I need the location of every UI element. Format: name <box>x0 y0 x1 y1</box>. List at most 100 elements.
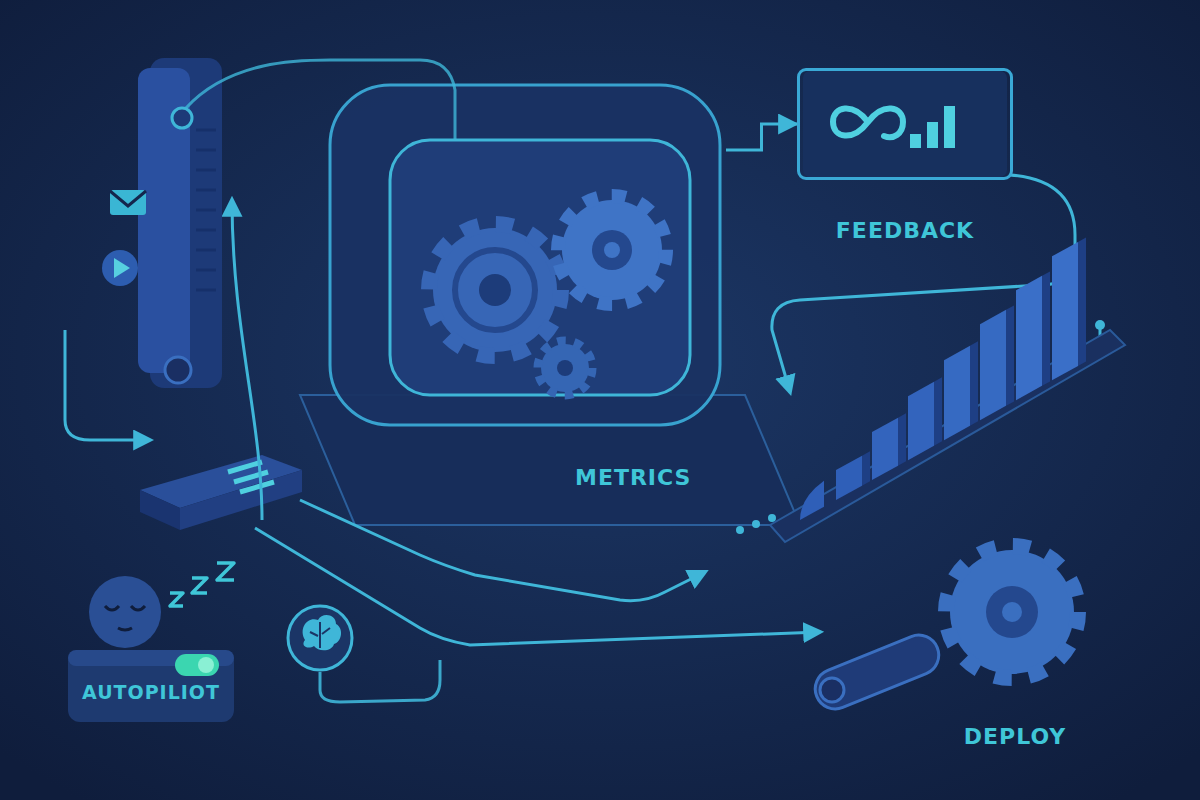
panel-frame <box>797 68 1013 180</box>
sleep-symbol <box>170 593 183 606</box>
server-tower <box>196 249 216 252</box>
server-tower <box>196 289 216 292</box>
bar-chart <box>800 237 1086 520</box>
slab-device <box>234 472 268 482</box>
slab-device <box>140 455 302 530</box>
feedback-icon <box>910 134 921 148</box>
wires <box>65 60 1100 702</box>
bar-chart <box>1016 276 1042 400</box>
feedback-icon <box>927 122 938 148</box>
wires <box>186 60 455 140</box>
wires <box>65 330 150 440</box>
server-tower <box>196 169 216 172</box>
bar-chart <box>1078 237 1086 365</box>
ellipsis-dots <box>768 514 776 522</box>
central-platform <box>390 140 690 395</box>
bar-chart <box>1006 305 1014 405</box>
bar-chart <box>1052 242 1078 380</box>
wires <box>232 200 262 520</box>
bar-chart <box>934 377 942 445</box>
deploy-gear <box>946 546 1078 678</box>
feedback-icon <box>803 71 1007 177</box>
gear-cluster <box>592 230 632 270</box>
sleeping-face <box>89 576 161 648</box>
mail-icon <box>110 191 146 206</box>
mail-icon <box>110 190 146 215</box>
central-platform <box>300 85 800 525</box>
server-tower <box>196 149 216 152</box>
sleep-symbol <box>170 563 234 606</box>
autopilot-pedestal <box>175 654 219 676</box>
wires <box>320 660 440 702</box>
bar-chart <box>872 418 898 480</box>
feedback-icon <box>803 71 1007 177</box>
central-platform <box>330 85 720 425</box>
flow-connector <box>726 124 797 150</box>
play-icon <box>114 258 130 278</box>
slab-device <box>228 462 262 472</box>
feedback-icon <box>944 106 955 148</box>
server-tower <box>196 229 216 232</box>
sleeping-face <box>118 628 132 630</box>
gear-cluster <box>429 224 561 356</box>
node-label: FEEDBACK <box>797 218 1013 244</box>
gear-cluster <box>557 360 573 376</box>
node-label: DEPLOY <box>927 724 1103 750</box>
server-tower <box>196 129 216 132</box>
conveyor <box>820 678 844 702</box>
ellipsis-dots <box>752 520 760 528</box>
bar-chart <box>908 382 934 460</box>
sleep-symbol <box>217 563 234 580</box>
brain-bulb <box>310 622 330 648</box>
slab-device <box>180 470 302 530</box>
gear-cluster <box>538 341 592 395</box>
mail-icon <box>110 190 146 215</box>
autopilot-pedestal <box>198 657 214 673</box>
feedback-icon <box>833 108 903 137</box>
conveyor <box>809 629 945 715</box>
sleeping-face <box>89 576 161 648</box>
bar-chart <box>862 451 870 485</box>
gear-cluster <box>604 242 620 258</box>
server-tower <box>172 108 192 128</box>
gear-cluster <box>429 196 666 395</box>
deploy-gear <box>1002 602 1022 622</box>
brain-bulb <box>288 606 352 670</box>
ellipsis-dots <box>736 526 744 534</box>
deploy-station: DEPLOY <box>927 540 1103 755</box>
gear-cluster <box>558 196 666 304</box>
brain-bulb <box>288 606 352 670</box>
deploy-gear <box>986 586 1038 638</box>
server-tower <box>196 209 216 212</box>
conveyor <box>809 629 945 715</box>
bar-chart <box>1042 271 1050 385</box>
bar-chart <box>800 481 824 520</box>
bar-chart <box>944 346 970 440</box>
node-label: AUTOPILIOT <box>65 681 237 704</box>
play-icon <box>102 250 138 286</box>
server-tower <box>138 58 222 388</box>
gear-cluster <box>455 250 535 330</box>
gear-cluster <box>562 200 662 300</box>
wire-dot <box>1095 320 1105 330</box>
bar-chart <box>898 413 906 465</box>
bar-chart <box>836 456 862 500</box>
brain-bulb <box>303 615 341 650</box>
metrics-hub: METRICS <box>330 90 726 430</box>
wires <box>300 500 705 601</box>
bar-chart <box>970 341 978 425</box>
sleep-symbol <box>192 578 207 593</box>
slab-device <box>240 482 274 492</box>
server-tower <box>196 189 216 192</box>
feedback-panel: FEEDBACK <box>797 68 1013 244</box>
server-tower <box>196 269 216 272</box>
bar-chart <box>980 310 1006 420</box>
play-icon <box>102 250 138 286</box>
deploy-gear <box>946 546 1078 678</box>
gear-cluster <box>479 274 511 306</box>
slab-device <box>140 490 180 530</box>
